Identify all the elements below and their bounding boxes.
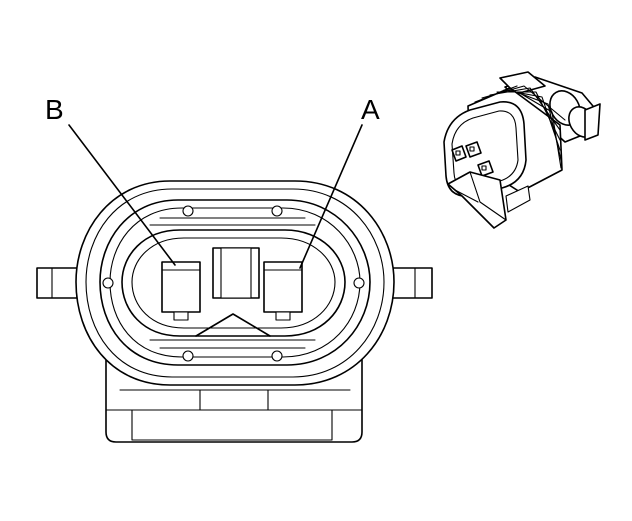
right-mounting-tab — [391, 267, 433, 299]
isometric-pin-cavities — [451, 141, 494, 177]
polarity-key — [195, 313, 271, 337]
connector-face-view: B A — [36, 94, 433, 443]
connector-isometric-view — [443, 71, 601, 229]
left-mounting-tab — [36, 267, 78, 299]
terminal-b — [161, 261, 201, 321]
leader-line-a — [299, 124, 363, 269]
retainer-holes — [102, 205, 365, 362]
terminal-cavity — [121, 229, 346, 337]
terminal-a — [263, 261, 303, 321]
pin-label-a: A — [361, 94, 380, 125]
pin-label-b: B — [45, 94, 64, 125]
leader-line-b — [68, 124, 176, 266]
center-key-block — [212, 247, 260, 299]
